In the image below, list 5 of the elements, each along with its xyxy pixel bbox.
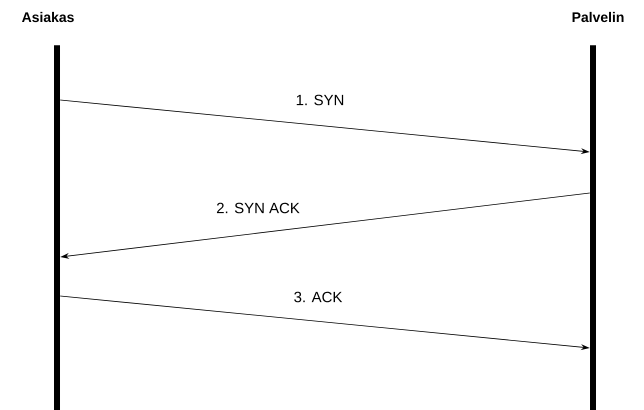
edge-label: 2. SYN ACK — [215, 202, 301, 214]
edge-label: 3. ACK — [292, 290, 344, 304]
edge-label: 1. SYN — [294, 94, 346, 106]
lifeline-heading: Asiakas — [22, 12, 74, 22]
lifeline-heading: Palvelin — [572, 12, 624, 22]
